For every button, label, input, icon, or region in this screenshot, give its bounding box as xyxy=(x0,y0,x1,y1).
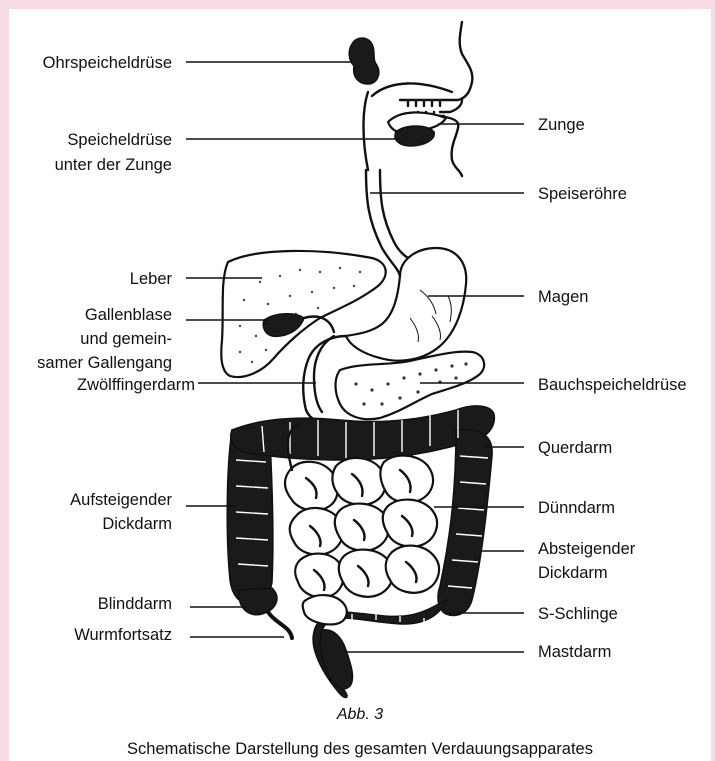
figure-caption: Schematische Darstellung des gesamten Ve… xyxy=(127,740,593,758)
appendix xyxy=(268,612,292,638)
parotid-gland xyxy=(349,38,379,84)
label-mastdarm: Mastdarm xyxy=(538,643,611,661)
liver xyxy=(221,251,385,377)
label-aufsteigender-line2: Dickdarm xyxy=(102,515,172,533)
label-gallenblase-line1: Gallenblase xyxy=(85,306,172,324)
label-querdarm: Querdarm xyxy=(538,439,612,457)
label-speiseroehre: Speiseröhre xyxy=(538,185,627,203)
rectum xyxy=(320,630,352,689)
label-gallenblase-line3: samer Gallengang xyxy=(37,354,172,372)
label-speicheldruese-line2: unter der Zunge xyxy=(55,156,172,174)
label-speicheldruese-line1: Speicheldrüse xyxy=(67,131,172,149)
figure-number: Abb. 3 xyxy=(336,706,383,723)
label-aufsteigender-line1: Aufsteigender xyxy=(70,491,172,509)
sublingual-gland xyxy=(395,126,434,146)
labels-right: Zunge Speiseröhre Magen Bauchspeicheldrü… xyxy=(538,116,687,661)
label-bauchspeicheldruese: Bauchspeicheldrüse xyxy=(538,376,687,394)
label-zwoelffingerdarm: Zwölffingerdarm xyxy=(77,376,195,394)
label-ohrspeicheldruese: Ohrspeicheldrüse xyxy=(43,54,172,72)
head-profile xyxy=(364,22,473,176)
label-blinddarm: Blinddarm xyxy=(98,595,172,613)
label-leber: Leber xyxy=(130,270,173,288)
label-absteigender-line2: Dickdarm xyxy=(538,564,608,582)
label-duenndarm: Dünndarm xyxy=(538,499,615,517)
label-s-schlinge: S-Schlinge xyxy=(538,605,618,623)
labels-left: Ohrspeicheldrüse Speicheldrüse unter der… xyxy=(37,54,195,644)
label-gallenblase-line2: und gemein- xyxy=(80,330,172,348)
label-magen: Magen xyxy=(538,288,588,306)
label-zunge: Zunge xyxy=(538,116,585,134)
label-wurmfortsatz: Wurmfortsatz xyxy=(74,626,172,644)
cecum xyxy=(239,588,277,615)
label-absteigender-line1: Absteigender xyxy=(538,540,636,558)
